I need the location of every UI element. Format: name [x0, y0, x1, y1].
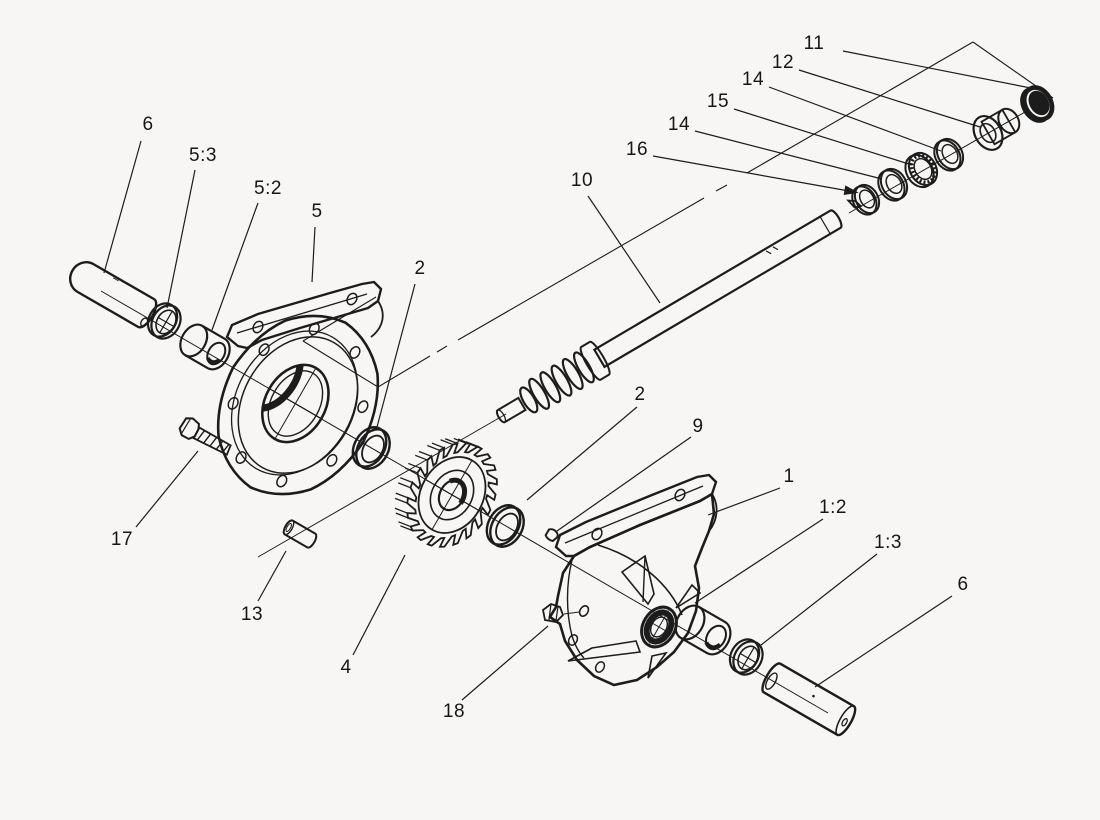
- part-label-11-15: 11: [803, 33, 825, 54]
- phantom-line: [563, 611, 580, 615]
- phantom-line: [746, 41, 974, 174]
- part-label-1-18: 1: [783, 466, 795, 487]
- part-label-14-13: 14: [741, 69, 765, 90]
- leader-line: [694, 518, 824, 604]
- part-label-10-9: 10: [570, 170, 594, 191]
- leader-line: [311, 226, 316, 283]
- thrust-washer-right-drawing: [485, 504, 525, 548]
- part-label-1-2-19: 1:2: [819, 497, 847, 518]
- bushing-right-drawing: [674, 604, 732, 656]
- seal-washer-left-drawing: [146, 302, 182, 340]
- flat-washer-outer-drawing: [933, 137, 965, 172]
- lock-washer-drawing: [904, 151, 939, 189]
- leader-line: [814, 595, 953, 688]
- leader-line: [376, 283, 416, 428]
- hex-bolt-drawing: [178, 417, 232, 456]
- leader-line: [211, 202, 259, 331]
- part-label-17-5: 17: [110, 529, 134, 550]
- leader-line: [587, 195, 661, 304]
- part-label-5-2-2: 5:2: [254, 178, 282, 199]
- leader-line: [526, 406, 638, 501]
- part-label-4-7: 4: [340, 657, 352, 678]
- leader-line: [257, 550, 287, 602]
- part-label-6-21: 6: [957, 574, 969, 595]
- leader-line: [652, 155, 850, 192]
- leader-line: [798, 69, 981, 128]
- phantom-reference-lines: [302, 41, 1054, 615]
- roll-pin-drawing: [282, 519, 318, 549]
- part-label-15-12: 15: [706, 91, 730, 112]
- gear-case-right-drawing: [542, 473, 718, 687]
- phantom-line: [302, 296, 377, 342]
- part-label-14-11: 14: [667, 114, 691, 135]
- seal-washer-right-drawing: [728, 638, 764, 676]
- gear-case-left-drawing: [216, 280, 384, 496]
- leader-line: [842, 50, 1047, 92]
- woodruff-key-drawing: [544, 528, 559, 543]
- phantom-line: [715, 184, 728, 192]
- phantom-line: [302, 340, 379, 388]
- bearing-drawing: [1020, 85, 1055, 123]
- thrust-washer-left-drawing: [351, 426, 391, 470]
- tab-washer-drawing: [846, 183, 881, 216]
- part-label-18-8: 18: [442, 701, 466, 722]
- part-label-9-17: 9: [692, 416, 704, 437]
- leader-line: [461, 625, 549, 701]
- leader-line: [733, 108, 913, 166]
- leader-line: [768, 86, 942, 152]
- leader-line: [135, 450, 199, 528]
- part-label-16-10: 16: [625, 139, 649, 160]
- leader-line: [103, 140, 142, 274]
- part-label-2-16: 2: [634, 384, 646, 405]
- bushing-left-drawing: [179, 323, 231, 371]
- part-label-2-4: 2: [414, 258, 426, 279]
- leader-line: [694, 130, 883, 180]
- phantom-line: [436, 345, 448, 353]
- leader-lines: [103, 50, 1047, 701]
- helical-gear-drawing: [394, 437, 498, 548]
- shaft-left-drawing: [69, 261, 158, 329]
- leader-line: [166, 169, 196, 309]
- part-label-12-14: 12: [771, 52, 795, 73]
- phantom-line: [457, 197, 705, 341]
- shaft-right-drawing: [761, 662, 857, 737]
- flanged-bushing-drawing: [972, 107, 1021, 151]
- flat-washer-inner-drawing: [877, 167, 909, 202]
- axis-centerline: [257, 413, 507, 558]
- leader-line: [760, 553, 878, 646]
- leader-line: [707, 487, 781, 516]
- leader-arrowhead: [843, 185, 859, 195]
- leader-line: [352, 554, 406, 656]
- part-label-1-3-20: 1:3: [874, 532, 902, 553]
- part-label-6-0: 6: [142, 114, 154, 135]
- part-label-5-3: 5: [311, 201, 323, 222]
- part-label-5-3-1: 5:3: [189, 145, 217, 166]
- worm-shaft-drawing: [495, 209, 843, 424]
- part-label-13-6: 13: [240, 604, 264, 625]
- leader-line: [556, 436, 692, 532]
- phantom-line: [377, 355, 431, 388]
- phantom-line: [972, 41, 1054, 99]
